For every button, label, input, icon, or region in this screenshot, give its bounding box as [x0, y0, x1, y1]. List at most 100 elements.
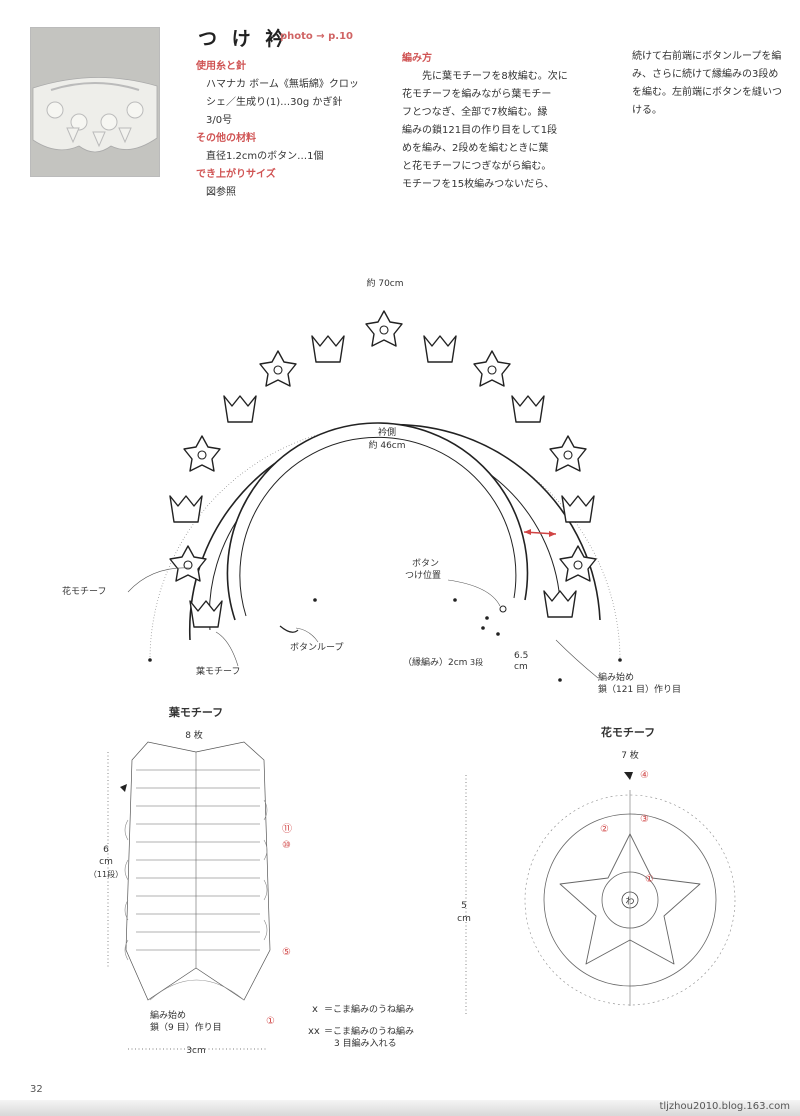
leaf-motif-shape	[511, 395, 545, 423]
row-number-label: ⑪	[282, 823, 292, 835]
button-loop-label: ボタンループ	[290, 642, 343, 653]
collar-photo-image	[31, 28, 159, 176]
neck-edge	[226, 422, 529, 621]
leaf-motif-shape	[169, 495, 203, 523]
flower-motif-shape	[549, 435, 587, 472]
leader-line	[295, 627, 319, 643]
method-line: 続けて右前端にボタンループを編	[632, 51, 782, 62]
leader-line	[447, 579, 501, 607]
neck-length-label: 約 46cm	[368, 439, 405, 451]
flower-motif-label: 花モチーフ	[62, 585, 106, 597]
legend-line: ＝こま編みのうね編み	[324, 1025, 414, 1037]
collar-diagram: 約 70cm 衿側 約 46cm 花モチーフ 葉モチーフ ボタンループ ボタン …	[62, 277, 681, 695]
method-heading: 編み方	[402, 53, 432, 64]
flower-center-label: わ	[625, 896, 634, 907]
method-line: 編みの鎖121目の作り目をして1段	[402, 125, 558, 136]
round-number-label: ②	[600, 824, 609, 835]
leaf-chart-count: 8 枚	[185, 729, 203, 741]
leaf-chart-outline	[125, 741, 271, 1001]
flower-height-label: 5	[461, 901, 467, 911]
flower-chart-title: 花モチーフ	[601, 725, 655, 739]
stitch-legend: ⅹ ＝こま編みのうね編み ⅹⅹ ＝こま編みのうね編み 3 目編み入れる	[308, 1003, 414, 1049]
page-number: 32	[30, 1084, 43, 1095]
photo-reference: photo → p.10	[280, 31, 354, 42]
leaf-chain-loops	[124, 799, 268, 1001]
method-line: めを編み、2段めを編むときに葉	[402, 143, 549, 154]
legend-symbol: ⅹⅹ	[308, 1026, 320, 1037]
edging-width-label: （縁編み）2cm	[403, 656, 467, 668]
legend-symbol: ⅹ	[312, 1004, 318, 1015]
neck-edge-inner	[239, 436, 517, 617]
leaf-height-unit: cm	[99, 857, 113, 867]
method-line: モチーフを15枚編みつないだら、	[402, 179, 555, 190]
depth-arrowhead	[549, 531, 556, 537]
depth-arrowhead	[524, 529, 531, 535]
leaf-start-label: 編み始め	[150, 1009, 186, 1021]
size-heading: でき上がりサイズ	[196, 169, 276, 180]
depth-unit-label: cm	[514, 662, 528, 672]
method-line: フとつなぎ、全部で7枚編む。縁	[402, 107, 548, 118]
flower-motif-shape	[183, 435, 221, 472]
leaf-motif-label: 葉モチーフ	[196, 665, 240, 677]
flower-motif-shape	[473, 350, 511, 387]
yarn-line: ハマナカ ボーム《無垢綿》クロッ	[206, 79, 359, 90]
method-line: を編む。左前端にボタンを縫いつ	[632, 87, 782, 98]
method-continued-column: 続けて右前端にボタンループを編 み、さらに続けて縁編みの3段め を編む。左前端に…	[622, 48, 792, 120]
flower-height-unit: cm	[457, 914, 471, 924]
size-line: 図参照	[206, 187, 236, 198]
yarn-heading: 使用糸と針	[196, 61, 246, 72]
leaf-start-chain-label: 鎖（9 目）作り目	[150, 1021, 222, 1033]
button-position-label: ボタン	[412, 558, 439, 569]
leaf-stitch-rows	[136, 752, 260, 968]
start-label: 編み始め	[598, 671, 634, 683]
flower-chart: 花モチーフ 7 枚 5 cm わ ① ② ③ ④	[457, 725, 736, 1015]
footer-strip	[0, 1100, 800, 1116]
footer-url: tljzhou2010.blog.163.com	[659, 1101, 790, 1112]
leaf-motif-shape	[561, 495, 595, 523]
leaf-chart: 葉モチーフ 8 枚 6 cm （11段） 3cm ⑪ ⑩ ⑤ ① 編み始め 鎖（…	[89, 705, 292, 1056]
flower-start-marker	[624, 772, 633, 780]
method-line: ける。	[632, 105, 662, 116]
other-materials-heading: その他の材料	[196, 133, 256, 144]
leaf-start-marker	[120, 784, 127, 792]
leaf-height-label: 6	[103, 845, 109, 855]
button-loop-shape	[279, 625, 299, 633]
edging-rows-label: 3段	[470, 657, 483, 667]
round-number-label: ①	[645, 874, 654, 885]
method-line: み、さらに続けて縁編みの3段め	[632, 69, 779, 80]
leaf-height-rows: （11段）	[89, 869, 123, 879]
leader-line	[215, 631, 239, 667]
leaf-width-label: 3cm	[186, 1046, 205, 1056]
leaf-motif-shape	[311, 335, 345, 363]
leaf-chart-title: 葉モチーフ	[168, 705, 223, 719]
row-number-label: ⑤	[282, 947, 291, 958]
yarn-line: 3/0号	[206, 115, 233, 126]
button-position-label: つけ位置	[405, 569, 441, 581]
flower-motif-shape	[259, 350, 297, 387]
neck-side-label: 衿側	[378, 426, 396, 438]
leaf-motif-shape	[423, 335, 457, 363]
legend-line: 3 目編み入れる	[334, 1037, 397, 1049]
method-line: 花モチーフを編みながら葉モチー	[402, 89, 552, 100]
round-number-label: ④	[640, 770, 649, 781]
yarn-line: シェ／生成り(1)…30g かぎ針	[206, 97, 343, 108]
button-shape	[499, 605, 507, 613]
other-materials-line: 直径1.2cmのボタン…1個	[206, 151, 324, 162]
leader-line	[127, 567, 191, 593]
start-chain-label: 鎖（121 目）作り目	[598, 683, 681, 695]
flower-motif-shape	[365, 310, 403, 347]
depth-label: 6.5	[514, 651, 528, 661]
leaf-motif-shape	[223, 395, 257, 423]
leader-line	[555, 639, 599, 679]
collar-photo	[30, 27, 160, 177]
method-line: 先に葉モチーフを8枚編む。次に	[422, 71, 568, 82]
materials-column: 使用糸と針 ハマナカ ボーム《無垢綿》クロッ シェ／生成り(1)…30g かぎ針…	[196, 58, 396, 202]
row-number-label: ⑩	[282, 840, 291, 851]
method-line: と花モチーフにつぎながら編む。	[402, 161, 552, 172]
flower-outer-round	[524, 794, 736, 1006]
method-column: 編み方 先に葉モチーフを8枚編む。次に 花モチーフを編みながら葉モチー フとつな…	[402, 50, 592, 194]
legend-line: ＝こま編みのうね編み	[324, 1003, 414, 1015]
dimension-dots	[148, 598, 622, 682]
page-title: つ け 衿	[198, 28, 289, 50]
